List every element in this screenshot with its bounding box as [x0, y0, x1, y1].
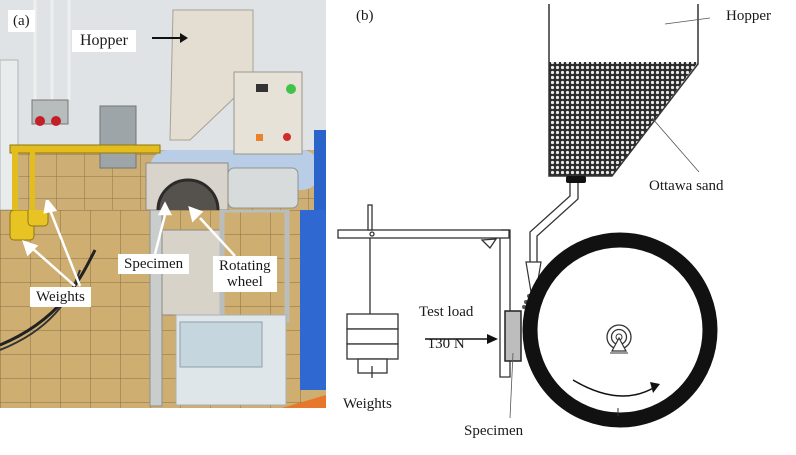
schematic-label-specimen: Specimen: [464, 423, 524, 439]
photo-leader-arrows: [22, 200, 236, 287]
schematic-label-hopper: Hopper: [726, 8, 771, 24]
photo-label-specimen: Specimen: [118, 254, 190, 274]
lever-system: [337, 204, 511, 378]
axle-support-icon: [610, 336, 628, 352]
schematic-label-test-load: Test load 130 N: [413, 286, 479, 370]
wall-conduits: [33, 0, 71, 100]
sand-leader: [651, 117, 700, 173]
photo-label-rotating-wheel: Rotating wheel: [213, 256, 277, 292]
hopper-leader: [664, 17, 711, 25]
panel-b-schematic: [330, 0, 796, 450]
hopper: [548, 4, 699, 183]
test-load-line2: 130 N: [427, 336, 465, 352]
sand-fill: [549, 62, 698, 176]
blue-frame-lower: [300, 210, 326, 390]
rotation-arrow-icon: [572, 379, 656, 397]
rotating-wheel: [522, 232, 718, 428]
schematic-label-ottawa-sand: Ottawa sand: [643, 176, 730, 196]
specimen-leader: [509, 352, 514, 419]
schematic-label-weights: Weights: [343, 396, 392, 412]
panel-b-tag: (b): [356, 8, 374, 24]
load-arrow-icon: [425, 334, 498, 344]
photo-label-hopper: Hopper: [72, 30, 136, 52]
test-load-line1: Test load: [419, 304, 474, 320]
lever-arm: [337, 229, 510, 239]
lever-arm: [9, 144, 161, 154]
weights-stack: [346, 313, 399, 378]
hopper-arrow-icon: [152, 33, 188, 43]
hopper-nozzle: [566, 176, 586, 183]
pivot-icon: [480, 238, 498, 250]
hopper-body: [169, 9, 254, 141]
blue-frame: [314, 130, 326, 210]
panel-a-tag: (a): [8, 10, 35, 32]
sand-feed-pipe: [529, 183, 579, 262]
schematic-svg: [337, 4, 718, 428]
photo-label-weights: Weights: [30, 287, 91, 307]
panel-a-photo-lower: [0, 199, 326, 435]
wall-box: [99, 105, 137, 169]
